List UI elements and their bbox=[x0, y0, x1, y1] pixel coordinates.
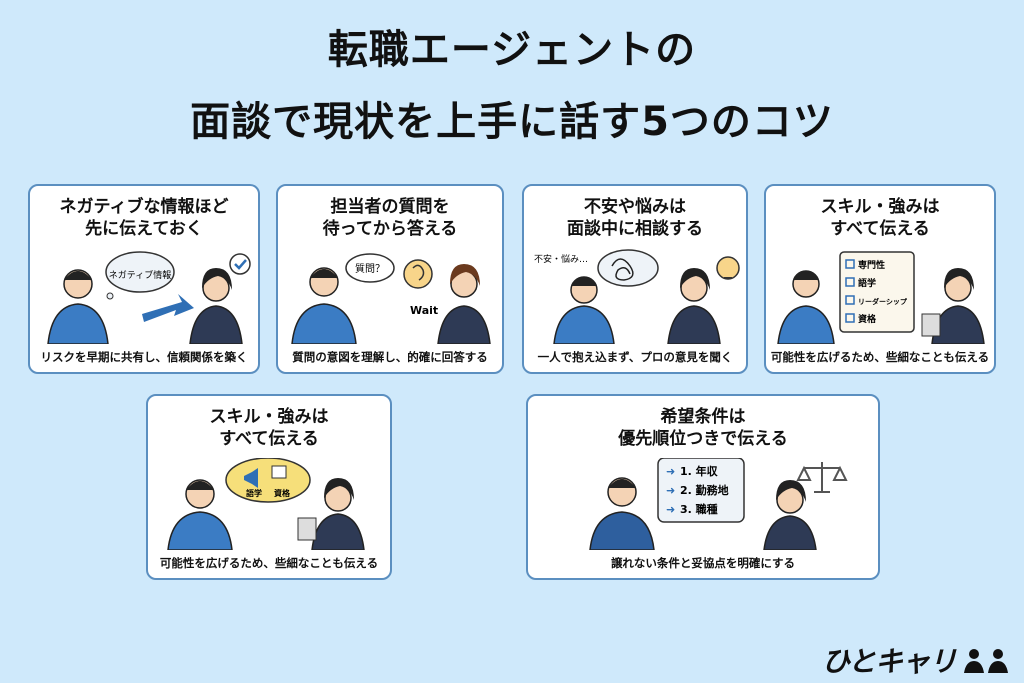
tip-card-consult-worries: 不安や悩みは 面談中に相談する 不安・悩み… 一人で抱え込まず、プロの意見を聞く bbox=[522, 184, 748, 374]
tip-card-priority-conditions: 希望条件は 優先順位つきで伝える ➜ 1. 年収 ➜ 2. 勤務地 ➜ 3. 職… bbox=[526, 394, 880, 580]
skill-item: 資格 bbox=[858, 313, 877, 325]
skill-item: 語学 bbox=[858, 277, 876, 289]
card-heading-line2: すべて伝える bbox=[219, 429, 319, 449]
speech-bubble-text: 質問？ bbox=[355, 262, 385, 275]
tip-card-skills-all: スキル・強みは すべて伝える 専門性 語学 リーダーシップ 資格 可能性を広げる… bbox=[764, 184, 996, 374]
page-title-line2: 面談で現状を上手に話す5つのコツ bbox=[190, 99, 834, 145]
page-title-line1: 転職エージェントの bbox=[327, 27, 697, 73]
card-heading: ネガティブな情報ほど 先に伝えておく bbox=[30, 196, 258, 240]
skill-item: 専門性 bbox=[858, 259, 885, 271]
wait-label: Wait bbox=[410, 304, 438, 317]
scroll-list bbox=[839, 251, 915, 333]
people-icon bbox=[964, 649, 1008, 673]
card-footer: 可能性を広げるため、些細なことも伝える bbox=[159, 556, 379, 570]
illustration-skills-list: 専門性 語学 リーダーシップ 資格 bbox=[777, 251, 985, 344]
illustration-question-wait: 質問？ Wait bbox=[291, 253, 491, 344]
brand-logo-text: ひとキャリ bbox=[821, 645, 957, 678]
priority-item: 2. 勤務地 bbox=[680, 483, 729, 497]
skill-item: 語学 bbox=[246, 488, 262, 498]
illustration-skills-bubble: 語学 資格 bbox=[167, 458, 365, 550]
clipboard-icon bbox=[297, 517, 317, 541]
thought-bubble-text: ネガティブ情報 bbox=[109, 269, 171, 281]
svg-text:➜: ➜ bbox=[666, 465, 675, 478]
megaphone-icon bbox=[244, 468, 258, 488]
tip-card-skills-all-2: スキル・強みは すべて伝える 語学 資格 可能性を広げるため、些細なことも伝える bbox=[146, 394, 392, 580]
tangle-icon bbox=[611, 258, 634, 281]
card-heading-line2: すべて伝える bbox=[830, 219, 930, 239]
card-heading-line1: 希望条件は bbox=[660, 407, 746, 427]
tip-card-negative-info: ネガティブな情報ほど 先に伝えておく ネガティブ情報 リスクを早期に共有し、信頼… bbox=[28, 184, 260, 374]
card-footer: 可能性を広げるため、些細なことも伝える bbox=[770, 350, 990, 364]
tip-card-wait-question: 担当者の質問を 待ってから答える 質問？ Wait 質問の意図を理解し、的確に回… bbox=[276, 184, 504, 374]
svg-text:➜: ➜ bbox=[666, 503, 675, 516]
card-footer: リスクを早期に共有し、信頼関係を築く bbox=[40, 350, 248, 364]
card-heading-line1: スキル・強みは bbox=[209, 407, 329, 427]
illustration-priorities: ➜ 1. 年収 ➜ 2. 勤務地 ➜ 3. 職種 bbox=[589, 458, 848, 550]
illustration-candidate-agent: ネガティブ情報 bbox=[47, 251, 251, 344]
priority-list-bubble bbox=[657, 458, 745, 523]
card-footer: 質問の意図を理解し、的確に回答する bbox=[292, 350, 488, 364]
skill-item: リーダーシップ bbox=[858, 297, 908, 306]
card-heading: スキル・強みは すべて伝える bbox=[148, 406, 390, 450]
card-heading-line2: 優先順位つきで伝える bbox=[618, 429, 788, 449]
scale-icon bbox=[796, 462, 848, 493]
card-heading-line1: ネガティブな情報ほど bbox=[59, 197, 229, 217]
card-heading-line1: 担当者の質問を bbox=[330, 197, 450, 217]
card-heading: スキル・強みは すべて伝える bbox=[766, 196, 994, 240]
certificate-icon bbox=[271, 465, 287, 479]
ear-icon bbox=[403, 259, 433, 289]
skill-item: 資格 bbox=[274, 488, 291, 498]
card-heading-line1: スキル・強みは bbox=[820, 197, 940, 217]
speech-bubble bbox=[225, 458, 311, 503]
lightbulb-icon bbox=[716, 256, 740, 280]
priority-item: 1. 年収 bbox=[680, 464, 719, 478]
card-heading: 担当者の質問を 待ってから答える bbox=[278, 196, 502, 240]
card-heading-line2: 面談中に相談する bbox=[567, 219, 703, 239]
worry-text: 不安・悩み… bbox=[534, 253, 588, 265]
card-heading: 不安や悩みは 面談中に相談する bbox=[524, 196, 746, 240]
svg-text:➜: ➜ bbox=[666, 484, 675, 497]
card-heading: 希望条件は 優先順位つきで伝える bbox=[528, 406, 878, 450]
priority-item: 3. 職種 bbox=[680, 502, 718, 516]
card-heading-line2: 先に伝えておく bbox=[85, 219, 203, 239]
card-footer: 譲れない条件と妥協点を明確にする bbox=[610, 556, 796, 570]
card-heading-line1: 不安や悩みは bbox=[584, 197, 686, 217]
illustration-consult: 不安・悩み… bbox=[534, 249, 740, 344]
card-footer: 一人で抱え込まず、プロの意見を聞く bbox=[537, 350, 733, 364]
card-heading-line2: 待ってから答える bbox=[322, 219, 458, 239]
clipboard-icon bbox=[921, 313, 941, 337]
brand-logo: ひとキャリ bbox=[821, 643, 1010, 678]
